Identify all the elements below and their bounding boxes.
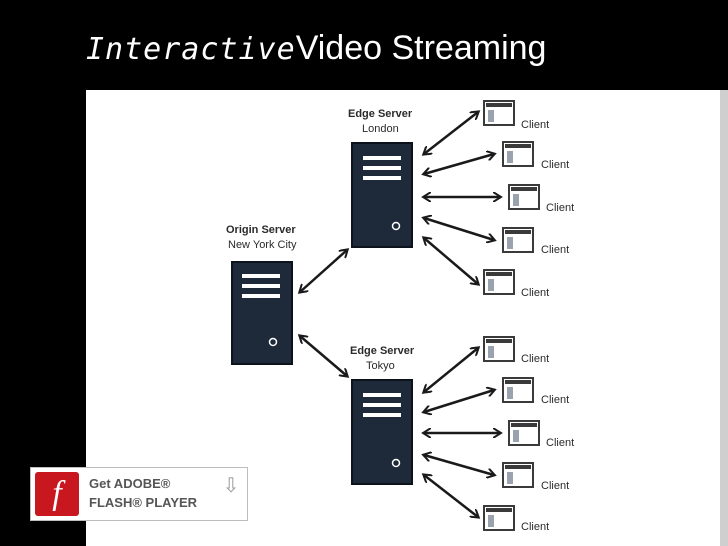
client-window-icon	[508, 420, 540, 446]
client-window-icon	[508, 184, 540, 210]
tokyo-client-arrow	[424, 348, 478, 392]
client-label: Client	[546, 437, 574, 449]
tokyo-client-arrow	[424, 455, 494, 475]
flash-badge-line2: FLASH® PLAYER	[89, 495, 198, 510]
title-main: Video Streaming	[295, 29, 547, 67]
client-node: Client	[502, 377, 569, 406]
client-label: Client	[541, 394, 569, 406]
edge-server-london: Edge Server London	[348, 108, 413, 248]
server-icon	[351, 379, 413, 485]
edge-server-london-location: London	[362, 123, 399, 135]
client-node: Client	[508, 420, 574, 449]
edge-server-tokyo-location: Tokyo	[366, 360, 395, 372]
origin-london-arrow	[300, 250, 347, 292]
london-client-arrow	[424, 154, 494, 174]
origin-tokyo-arrow	[300, 336, 347, 376]
client-label: Client	[541, 480, 569, 492]
client-window-icon	[483, 100, 515, 126]
client-node: Client	[508, 184, 574, 214]
slide-edge	[720, 90, 728, 546]
tokyo-client-arrow	[424, 390, 494, 412]
client-label: Client	[546, 202, 574, 214]
slide-title: InteractiveVideo Streaming	[86, 28, 546, 70]
client-window-icon	[502, 377, 534, 403]
server-icon	[231, 261, 293, 365]
flash-badge-line1: Get ADOBE®	[89, 476, 171, 491]
client-node: Client	[483, 269, 549, 299]
edge-server-tokyo: Edge Server Tokyo	[350, 345, 415, 485]
server-icon	[351, 142, 413, 248]
client-window-icon	[483, 269, 515, 295]
client-node: Client	[483, 100, 549, 131]
client-window-icon	[502, 462, 534, 488]
client-label: Client	[521, 521, 549, 533]
edge-server-london-name: Edge Server	[348, 108, 413, 120]
client-node: Client	[483, 505, 549, 533]
client-window-icon	[502, 227, 534, 253]
client-window-icon	[483, 336, 515, 362]
title-bar: InteractiveVideo Streaming	[0, 0, 728, 90]
london-client-arrow	[424, 112, 478, 154]
origin-server-name: Origin Server	[226, 224, 296, 236]
tokyo-client-arrow	[424, 475, 478, 517]
client-node: Client	[502, 227, 569, 256]
origin-server: Origin Server New York City	[226, 224, 297, 365]
london-client-arrow	[424, 218, 494, 240]
edge-server-tokyo-name: Edge Server	[350, 345, 415, 357]
client-label: Client	[521, 287, 549, 299]
title-accent: Interactive	[86, 32, 296, 67]
get-flash-player-button[interactable]: f Get ADOBE® FLASH® PLAYER ⇩	[30, 467, 248, 521]
client-label: Client	[521, 119, 549, 131]
client-node: Client	[483, 336, 549, 365]
flash-logo-icon: f	[35, 472, 79, 516]
client-label: Client	[521, 353, 549, 365]
origin-server-location: New York City	[228, 239, 297, 251]
client-window-icon	[502, 141, 534, 167]
arrow-down-icon: ⇩	[222, 475, 240, 497]
client-node: Client	[502, 462, 569, 492]
london-client-arrow	[424, 238, 478, 284]
client-label: Client	[541, 244, 569, 256]
client-window-icon	[483, 505, 515, 531]
client-node: Client	[502, 141, 569, 171]
client-label: Client	[541, 159, 569, 171]
